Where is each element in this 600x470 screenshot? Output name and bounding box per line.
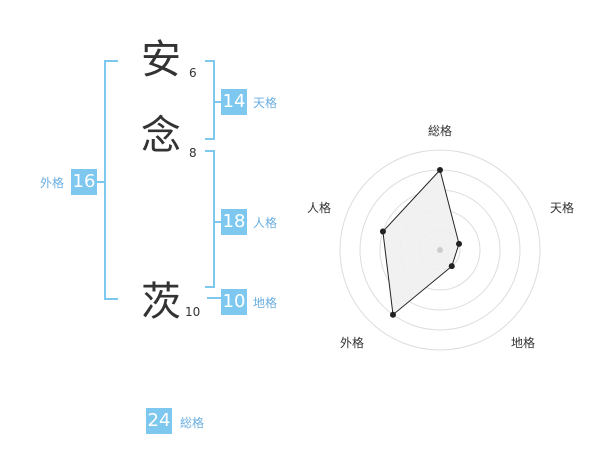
radar-ring-5 bbox=[339, 149, 541, 351]
radar-point-4 bbox=[389, 311, 396, 318]
soukaku-value: 24 bbox=[146, 408, 172, 434]
stroke-count-1: 6 bbox=[189, 66, 197, 80]
radar-point-2 bbox=[456, 240, 463, 247]
gaikaku-bracket-tick bbox=[96, 181, 105, 183]
soukaku-label: 総格 bbox=[180, 416, 205, 430]
jinkaku-bracket-tick bbox=[215, 221, 221, 223]
radar-label-chikaku: 地格 bbox=[511, 336, 536, 350]
chikaku-label: 地格 bbox=[253, 296, 278, 310]
tenkaku-bracket bbox=[205, 60, 215, 140]
radar-label-soukaku: 総格 bbox=[428, 124, 453, 138]
name-char-2: 念 bbox=[141, 113, 181, 159]
radar-center-dot bbox=[437, 247, 443, 253]
chikaku-value: 10 bbox=[221, 289, 247, 315]
tenkaku-bracket-tick bbox=[215, 101, 221, 103]
gaikaku-label: 外格 bbox=[40, 176, 65, 190]
radar-point-3 bbox=[448, 263, 455, 270]
gaikaku-value: 16 bbox=[71, 169, 97, 195]
radar-label-jinkaku: 人格 bbox=[307, 201, 332, 215]
gaikaku-bracket bbox=[104, 60, 118, 300]
name-char-3: 茨 bbox=[141, 279, 181, 325]
radar-polygon bbox=[382, 168, 460, 316]
chikaku-bracket-tick bbox=[207, 297, 221, 299]
jinkaku-bracket bbox=[205, 150, 215, 288]
jinkaku-value: 18 bbox=[221, 209, 247, 235]
radar-label-tenkaku: 天格 bbox=[550, 201, 575, 215]
radar-label-gaikaku: 外格 bbox=[340, 336, 365, 350]
radar-point-1 bbox=[437, 167, 443, 173]
radar-point-5 bbox=[379, 228, 386, 235]
tenkaku-value: 14 bbox=[221, 89, 247, 115]
jinkaku-label: 人格 bbox=[253, 216, 278, 230]
name-char-1: 安 bbox=[141, 37, 181, 83]
tenkaku-label: 天格 bbox=[253, 96, 278, 110]
stroke-count-3: 10 bbox=[185, 305, 201, 319]
stroke-count-2: 8 bbox=[189, 146, 197, 160]
